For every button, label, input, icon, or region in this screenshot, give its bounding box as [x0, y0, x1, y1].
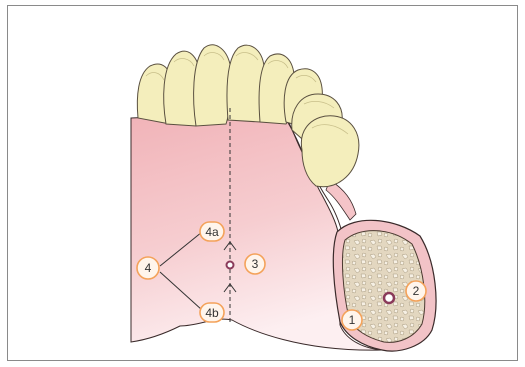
callout-4b: 4b — [200, 303, 224, 322]
callout-3: 3 — [245, 254, 265, 274]
label-2: 2 — [413, 284, 420, 298]
label-1: 1 — [349, 313, 356, 327]
label-4b: 4b — [205, 306, 219, 320]
label-4: 4 — [145, 261, 152, 275]
callout-4: 4 — [137, 257, 159, 279]
foramen-point — [227, 262, 234, 269]
label-4a: 4a — [205, 225, 219, 239]
callout-1: 1 — [342, 310, 362, 330]
label-3: 3 — [252, 257, 259, 271]
callout-2: 2 — [406, 281, 426, 301]
callout-4a: 4a — [200, 222, 224, 241]
foramen-mark — [384, 293, 394, 303]
